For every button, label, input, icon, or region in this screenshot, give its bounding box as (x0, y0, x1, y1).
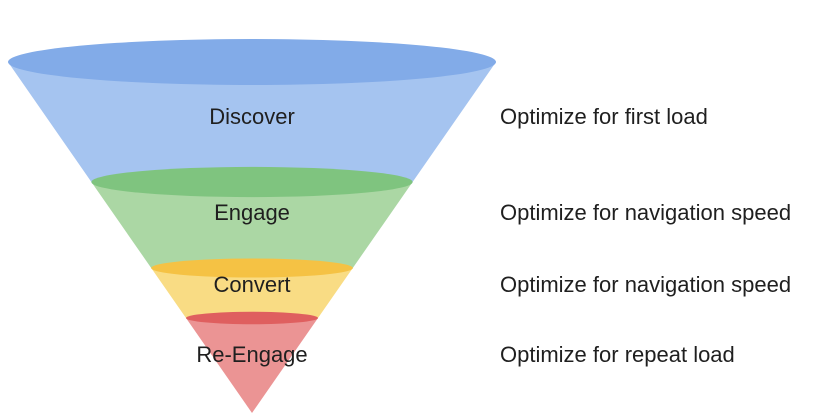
annotation-discover: Optimize for first load (500, 104, 708, 129)
funnel-label-re-engage: Re-Engage (196, 342, 308, 367)
funnel-label-convert: Convert (213, 272, 291, 297)
funnel-segment-body-discover (8, 62, 496, 198)
annotation-convert: Optimize for navigation speed (500, 272, 792, 297)
funnel-segment-body-convert (151, 268, 353, 325)
funnel-segment-rim-convert (151, 258, 353, 278)
annotation-re-engage: Optimize for repeat load (500, 342, 735, 367)
funnel-segment-body-re-engage (186, 318, 318, 413)
funnel-segment-body-engage (91, 182, 413, 278)
funnel-label-engage: Engage (214, 200, 290, 225)
funnel-segment-rim-engage (91, 166, 413, 198)
funnel-segment-rim-discover (8, 39, 496, 85)
funnel-label-discover: Discover (209, 104, 295, 129)
funnel-segment-rim-re-engage (186, 311, 318, 325)
annotation-engage: Optimize for navigation speed (500, 200, 792, 225)
